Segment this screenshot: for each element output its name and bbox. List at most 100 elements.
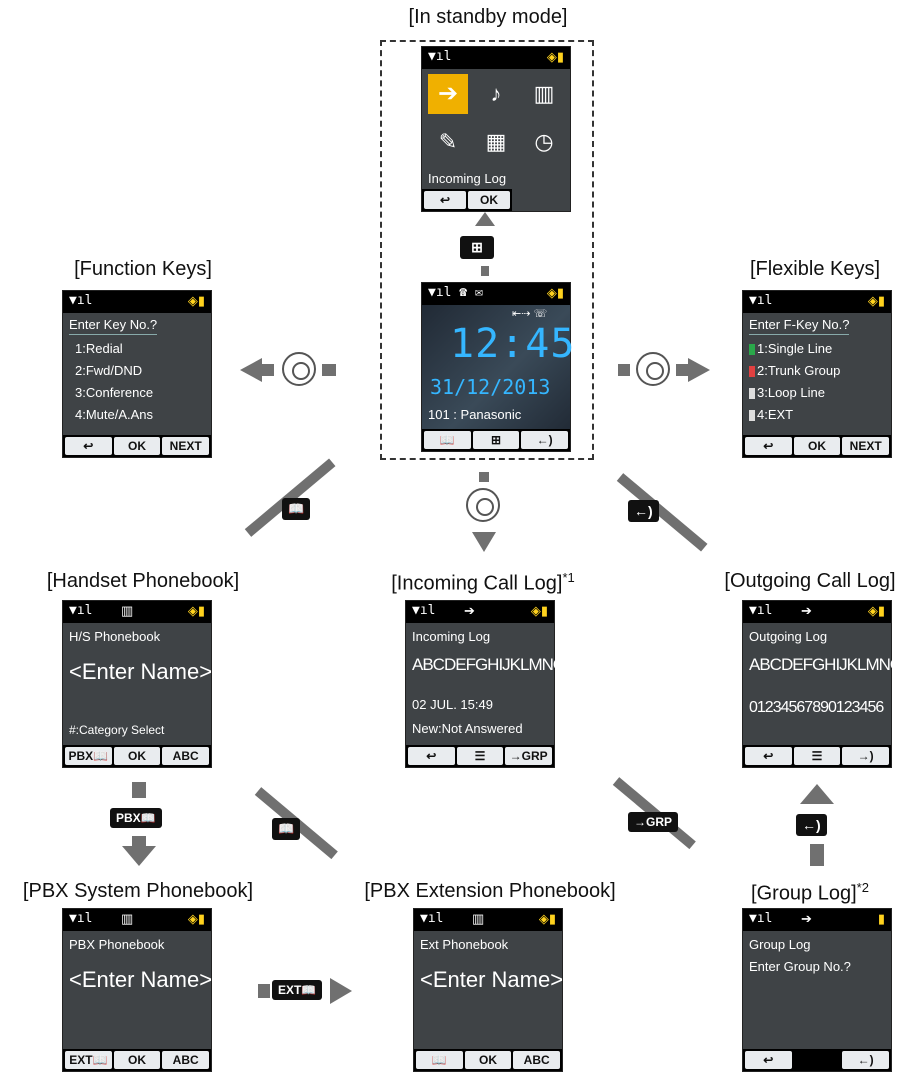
line-status-green-icon	[749, 344, 755, 355]
call-status: New:Not Answered	[412, 721, 523, 736]
softkey-call[interactable]: ←)	[842, 1051, 890, 1069]
softkey-next[interactable]: NEXT	[162, 437, 210, 455]
line-status-grey-icon	[749, 410, 755, 421]
arrow-right-to-pbx-extension	[330, 978, 352, 1004]
status-bar: ▼ıl➔◈▮	[743, 601, 891, 623]
flexible-key-item[interactable]: 2:Trunk Group	[757, 363, 841, 378]
flexible-key-item[interactable]: 1:Single Line	[757, 341, 833, 356]
category-select-hint: #:Category Select	[69, 723, 165, 737]
pbx-phonebook-title: PBX Phonebook	[69, 937, 165, 952]
function-key-item[interactable]: 1:Redial	[75, 341, 123, 356]
softkey-ok[interactable]: OK	[464, 1051, 512, 1069]
phonebook-icon[interactable]: ▥	[533, 81, 555, 106]
standby-time: 12:45	[450, 321, 576, 367]
function-key-item[interactable]: 2:Fwd/DND	[75, 363, 143, 378]
arrow-up-to-menu	[475, 212, 495, 226]
screen-flexible-keys: ▼ıl◈▮ Enter F-Key No.? 1:Single Line 2:T…	[742, 290, 892, 458]
phonebook-key-label: 📖	[272, 818, 301, 840]
standby-date: 31/12/2013	[430, 375, 551, 399]
softkey-back[interactable]: ↩	[65, 437, 112, 455]
call-time: 02 JUL. 15:49	[412, 697, 493, 712]
function-key-item[interactable]: 3:Conference	[75, 385, 154, 400]
nav-key-icon	[636, 352, 670, 386]
softkey-ok[interactable]: OK	[113, 747, 161, 765]
menu-label: Incoming Log	[428, 171, 507, 186]
flexible-key-item[interactable]: 3:Loop Line	[757, 385, 825, 400]
flexible-keys-prompt: Enter F-Key No.?	[749, 317, 850, 335]
arrow-stem	[132, 836, 146, 846]
softkey-ok[interactable]: OK	[793, 437, 841, 455]
caption-pbx-system-phonebook: [PBX System Phonebook]	[22, 880, 254, 902]
softkey-abc[interactable]: ABC	[162, 1051, 210, 1069]
enter-name-field[interactable]: <Enter Name>	[69, 659, 213, 684]
incoming-log-title: Incoming Log	[412, 629, 491, 644]
softkey-back[interactable]: ↩	[745, 1051, 792, 1069]
standby-name: 101 : Panasonic	[428, 407, 522, 422]
caption-standby: [In standby mode]	[408, 6, 568, 28]
system-icon[interactable]: ▦	[485, 129, 507, 154]
softkey-abc[interactable]: ABC	[162, 747, 210, 765]
softkey-ext-phonebook[interactable]: EXT📖	[65, 1051, 112, 1069]
screen-incoming-call-log: ▼ıl➔◈▮ Incoming Log ABCDEFGHIJKLMNOP 02 …	[405, 600, 576, 768]
ringer-icon[interactable]: ♪	[490, 81, 502, 106]
softkey-back[interactable]: ↩	[408, 747, 455, 765]
arrow-stem	[810, 844, 824, 866]
nav-key-icon	[466, 488, 500, 522]
function-key-item[interactable]: 4:Mute/A.Ans	[75, 407, 154, 422]
status-bar: ▼ıl▥◈▮	[63, 909, 211, 931]
flexible-key-item[interactable]: 4:EXT	[757, 407, 794, 422]
softkey-ok[interactable]: OK	[468, 191, 510, 209]
softkey-back[interactable]: ↩	[424, 191, 466, 209]
arrow-stem	[262, 364, 274, 376]
softkey-ok[interactable]: OK	[113, 437, 161, 455]
settings-wrench-icon[interactable]: ✎	[438, 129, 458, 154]
softkey-back[interactable]: ↩	[745, 747, 792, 765]
group-log-title: Group Log	[749, 937, 811, 952]
arrow-up-to-outgoing-log	[800, 784, 834, 804]
outgoing-key-label: ←)	[628, 500, 659, 522]
caption-flexible-keys: [Flexible Keys]	[749, 258, 881, 280]
softkey-outgoing[interactable]: ←)	[521, 431, 569, 449]
group-number-prompt: Enter Group No.?	[749, 959, 851, 974]
standby-icons: ⇤⇢ ☏	[512, 308, 548, 320]
status-bar: ▼ıl◈▮	[422, 47, 570, 69]
callee-name: ABCDEFGHIJKLMNOP	[749, 655, 913, 674]
screen-standby: ▼ıl ☎ ✉◈▮ ⇤⇢ ☏ 12:45 31/12/2013 101 : Pa…	[421, 282, 574, 452]
status-bar: ▼ıl➔▮	[743, 909, 891, 931]
softkey-back[interactable]: ↩	[745, 437, 792, 455]
incoming-log-icon[interactable]: ➔	[428, 74, 468, 114]
softkey-ok[interactable]: OK	[113, 1051, 161, 1069]
outgoing-log-title: Outgoing Log	[749, 629, 828, 644]
status-bar: ▼ıl▥◈▮	[414, 909, 562, 931]
phonebook-key-label: 📖	[282, 498, 311, 520]
enter-name-field[interactable]: <Enter Name>	[420, 967, 564, 992]
arrow-right-to-flexible-keys	[688, 358, 710, 382]
softkey-call[interactable]: →)	[842, 747, 890, 765]
arrow-stem	[676, 364, 688, 376]
softkey-empty	[794, 1051, 841, 1069]
screen-pbx-system-phonebook: ▼ıl▥◈▮ PBX Phonebook <Enter Name> EXT📖OK…	[62, 908, 212, 1072]
outgoing-key-label: ←)	[796, 814, 827, 836]
alarm-clock-icon[interactable]: ◷	[534, 129, 554, 154]
softkey-menu[interactable]: ☰	[793, 747, 841, 765]
nav-key-icon	[282, 352, 316, 386]
softkeys: 📖⊞←)	[422, 429, 570, 451]
softkey-phonebook[interactable]: 📖	[424, 431, 471, 449]
menu-key-label: ⊞	[460, 236, 494, 259]
status-bar: ▼ıl➔◈▮	[406, 601, 554, 623]
softkey-menu[interactable]: ☰	[456, 747, 504, 765]
softkey-phonebook[interactable]: 📖	[416, 1051, 463, 1069]
standby-group	[380, 40, 594, 460]
enter-name-field[interactable]: <Enter Name>	[69, 967, 213, 992]
softkey-grp[interactable]: →GRP	[505, 747, 553, 765]
arrow-stem	[322, 364, 336, 376]
softkey-abc[interactable]: ABC	[513, 1051, 561, 1069]
status-bar: ▼ıl ☎ ✉◈▮	[422, 283, 570, 305]
softkey-next[interactable]: NEXT	[842, 437, 890, 455]
softkey-menu[interactable]: ⊞	[472, 431, 520, 449]
softkey-pbx-phonebook[interactable]: PBX📖	[65, 747, 112, 765]
